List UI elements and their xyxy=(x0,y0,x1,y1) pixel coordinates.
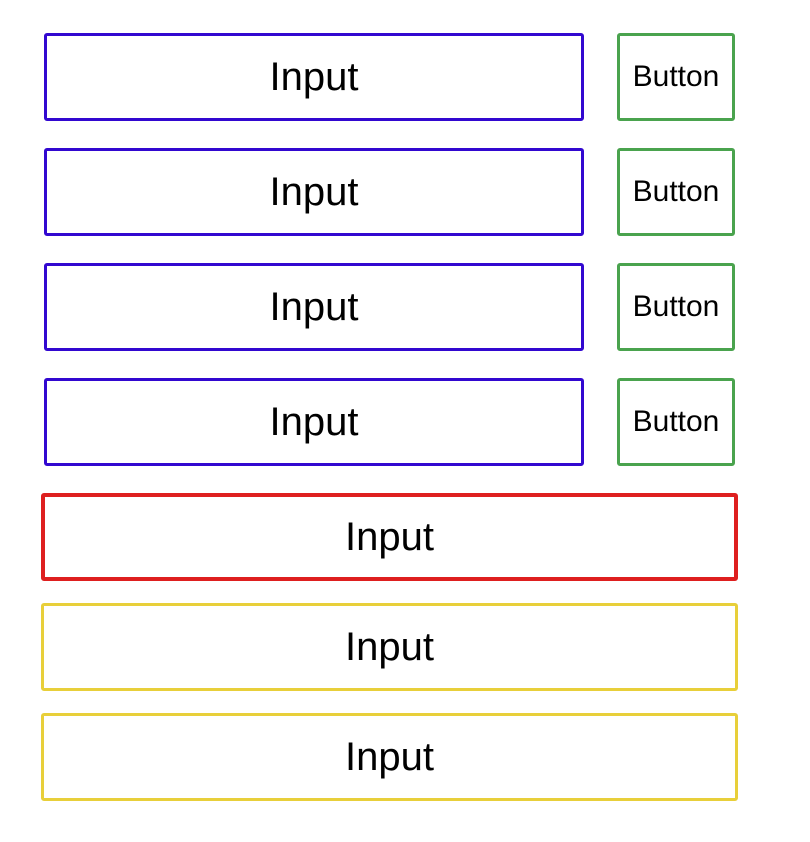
form-row-4: Input Button xyxy=(44,378,810,466)
input-label: Input xyxy=(269,170,359,214)
form-row-1: Input Button xyxy=(44,33,810,121)
input-label: Input xyxy=(269,400,359,444)
button-1[interactable]: Button xyxy=(617,33,735,121)
button-label: Button xyxy=(632,290,720,323)
wide-text-input-yellow-2[interactable]: Input xyxy=(41,713,738,801)
form-row-3: Input Button xyxy=(44,263,810,351)
button-4[interactable]: Button xyxy=(617,378,735,466)
wide-text-input-yellow-1[interactable]: Input xyxy=(41,603,738,691)
button-2[interactable]: Button xyxy=(617,148,735,236)
button-3[interactable]: Button xyxy=(617,263,735,351)
input-label: Input xyxy=(345,625,434,669)
text-input-3[interactable]: Input xyxy=(44,263,584,351)
input-label: Input xyxy=(345,515,434,559)
text-input-1[interactable]: Input xyxy=(44,33,584,121)
text-input-4[interactable]: Input xyxy=(44,378,584,466)
input-label: Input xyxy=(269,55,359,99)
input-label: Input xyxy=(269,285,359,329)
text-input-2[interactable]: Input xyxy=(44,148,584,236)
wide-text-input-red[interactable]: Input xyxy=(41,493,738,581)
form-row-2: Input Button xyxy=(44,148,810,236)
button-label: Button xyxy=(632,175,720,208)
button-label: Button xyxy=(632,60,720,93)
button-label: Button xyxy=(632,405,720,438)
input-label: Input xyxy=(345,735,434,779)
